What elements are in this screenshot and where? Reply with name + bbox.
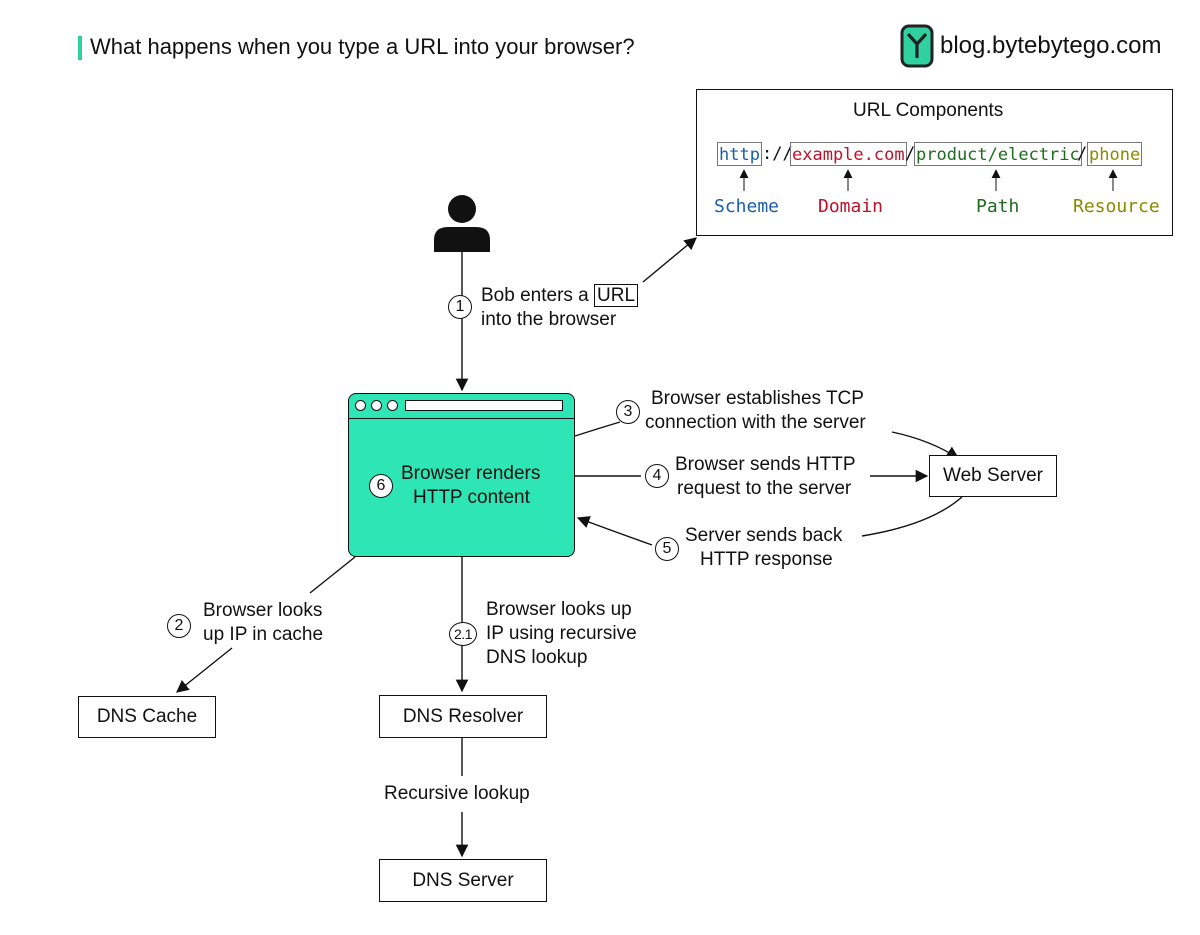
arrow-to-dns-cache-b <box>176 647 233 693</box>
url-path: product/electric <box>914 142 1082 166</box>
step-2-label-line2: up IP in cache <box>203 624 324 645</box>
label-resource: Resource <box>1073 196 1160 217</box>
arrow-http-response-a <box>861 496 963 537</box>
step-2-label-line1: Browser looks <box>203 600 323 621</box>
step-2-1-label-line1: Browser looks up <box>486 599 632 620</box>
url-components-title: URL Components <box>853 100 1004 121</box>
step-3-badge: 3 <box>616 400 640 424</box>
title-accent-bar <box>78 36 82 60</box>
step-6-label-line2: HTTP content <box>413 487 530 508</box>
recursive-lookup-label: Recursive lookup <box>384 783 530 804</box>
arrow-url-to-components <box>642 237 697 283</box>
step-2-badge: 2 <box>167 614 191 638</box>
label-path: Path <box>976 196 1020 217</box>
brand[interactable]: blog.bytebytego.com <box>900 24 1161 68</box>
bytebytego-logo-icon <box>900 24 934 68</box>
step-1-label-line2: into the browser <box>481 309 617 330</box>
url-scheme: http <box>717 142 762 166</box>
browser-window-icon <box>348 393 575 557</box>
dns-resolver-node: DNS Resolver <box>379 695 547 738</box>
url-components-panel <box>696 89 1173 236</box>
dns-server-node: DNS Server <box>379 859 547 902</box>
user-icon <box>434 195 490 252</box>
url-resource: phone <box>1087 142 1143 166</box>
browser-title-bar <box>349 394 574 419</box>
step-1-badge: 1 <box>448 295 472 319</box>
browser-dot-3 <box>387 400 398 411</box>
browser-dot-2 <box>371 400 382 411</box>
arrow-to-dns-cache-a <box>309 556 356 594</box>
step-3-label-line2: connection with the server <box>645 412 866 433</box>
step-5-badge: 5 <box>655 537 679 561</box>
web-server-node: Web Server <box>929 455 1057 497</box>
step-1-label-line1: Bob enters a URL <box>481 284 639 308</box>
url-separator-path: / <box>1077 144 1088 164</box>
step-6-badge: 6 <box>369 474 393 498</box>
arrow-tcp-connection <box>574 421 621 437</box>
dns-cache-node: DNS Cache <box>78 696 216 738</box>
step-2-1-label-line2: IP using recursive <box>486 623 637 644</box>
step-3-label-line1: Browser establishes TCP <box>651 388 864 409</box>
label-domain: Domain <box>818 196 884 217</box>
page-title: What happens when you type a URL into yo… <box>90 34 635 59</box>
url-domain: example.com <box>790 142 907 166</box>
step-2-1-badge: 2.1 <box>449 622 477 646</box>
step-1-text: Bob enters a <box>481 285 595 306</box>
brand-text: blog.bytebytego.com <box>940 32 1162 59</box>
browser-address-bar <box>405 400 563 411</box>
step-2-1-label-line3: DNS lookup <box>486 647 588 668</box>
arrow-http-response-b <box>576 516 653 546</box>
step-4-badge: 4 <box>645 464 669 488</box>
step-5-label-line1: Server sends back <box>685 525 843 546</box>
arrow-tcp-connection-tail <box>891 431 960 459</box>
url-separator-domain: / <box>905 144 916 164</box>
step-6-label-line1: Browser renders <box>401 463 541 484</box>
step-4-label-line1: Browser sends HTTP <box>675 454 856 475</box>
url-separator-scheme: :// <box>762 144 793 164</box>
browser-dot-1 <box>355 400 366 411</box>
step-4-label-line2: request to the server <box>677 478 852 499</box>
step-5-label-line2: HTTP response <box>700 549 833 570</box>
label-scheme: Scheme <box>714 196 780 217</box>
url-chip: URL <box>594 284 639 307</box>
